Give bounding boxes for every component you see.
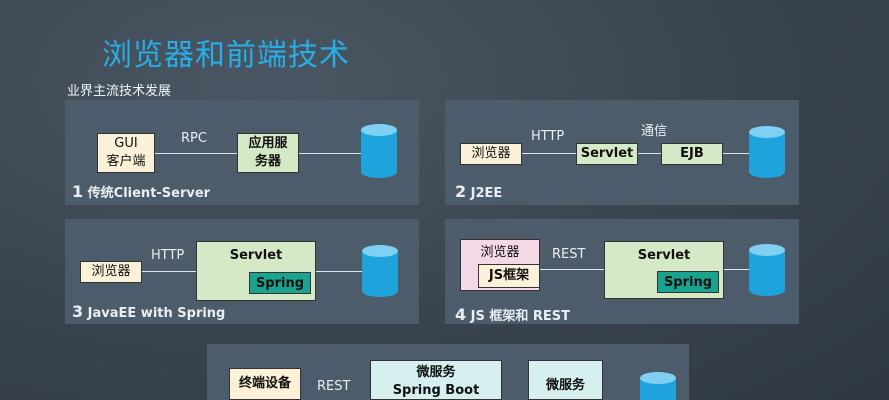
browser-label-2: 浏览器 (471, 146, 511, 161)
panel-microservices: 终端设备 REST 微服务 Spring Boot 微服务 (207, 344, 689, 400)
panel-javaee-spring: 浏览器 HTTP Servlet Spring 3 JavaEE with Sp… (65, 219, 419, 324)
ejb-connector (638, 153, 661, 154)
page-title: 浏览器和前端技术 (102, 38, 350, 73)
caption-3-number: 3 (72, 302, 84, 321)
spring-box-3: Spring (249, 272, 311, 294)
rpc-connector (155, 153, 237, 154)
db-connector-2 (723, 153, 749, 154)
terminal-device-box: 终端设备 (229, 368, 301, 400)
app-server-box: 应用服 务器 (237, 133, 299, 173)
http-label-3: HTTP (151, 248, 185, 263)
database-icon (640, 372, 676, 400)
communication-label: 通信 (641, 124, 668, 139)
servlet-label-3: Servlet (229, 248, 283, 263)
microservice-gateway-line1: 微服务 (416, 365, 456, 380)
db-connector-4 (724, 269, 749, 270)
spring-label-4: Spring (663, 274, 713, 290)
servlet-box-2: Servlet (576, 143, 638, 165)
caption-3: 3 JavaEE with Spring (72, 302, 225, 321)
terminal-device-label: 终端设备 (238, 376, 291, 391)
panel-client-server: GUI 客户端 RPC 应用服 务器 1 传统Client-Server (65, 100, 419, 205)
gui-client-line1: GUI (114, 136, 138, 151)
caption-4-text: JS 框架和 REST (466, 309, 571, 324)
microservice-label: 微服务 (545, 378, 585, 393)
browser-label-3: 浏览器 (91, 264, 131, 279)
rpc-label: RPC (181, 131, 207, 146)
app-server-line2: 务器 (254, 154, 281, 169)
http-connector-2 (522, 153, 576, 154)
http-connector-3 (142, 271, 196, 272)
http-label-2: HTTP (531, 129, 565, 144)
database-icon (749, 244, 785, 296)
db-connector (299, 153, 361, 154)
microservice-box: 微服务 (528, 360, 603, 400)
caption-3-text: JavaEE with Spring (83, 306, 226, 321)
caption-1-text: 传统Client-Server (83, 186, 211, 201)
js-framework-label: JS框架 (488, 268, 530, 283)
panel-js-rest: 浏览器 JS框架 REST Servlet Spring 4 JS 框架和 RE… (445, 219, 799, 324)
spring-label-3: Spring (255, 275, 305, 291)
browser-box-3: 浏览器 (80, 261, 142, 283)
ejb-label: EJB (680, 146, 704, 161)
caption-2: 2 J2EE (455, 182, 502, 201)
caption-2-number: 2 (455, 182, 467, 201)
ejb-box: EJB (661, 143, 723, 165)
database-icon (749, 126, 785, 178)
caption-1-number: 1 (72, 182, 84, 201)
section-subtitle: 业界主流技术发展 (67, 83, 172, 98)
panel-j2ee: 浏览器 HTTP Servlet 通信 EJB 2 J2EE (445, 100, 799, 205)
caption-4-number: 4 (455, 305, 467, 324)
gui-client-box: GUI 客户端 (97, 133, 155, 173)
database-icon (362, 245, 398, 297)
gui-client-line2: 客户端 (106, 154, 146, 169)
db-connector-3 (316, 271, 362, 272)
js-framework-box: JS框架 (478, 264, 540, 288)
rest-label-5: REST (317, 379, 351, 394)
rest-connector-4 (540, 269, 604, 270)
browser-box-2: 浏览器 (460, 143, 522, 165)
spring-box-4: Spring (657, 271, 719, 293)
browser-label-4: 浏览器 (480, 245, 520, 260)
database-icon (361, 124, 397, 178)
caption-4: 4 JS 框架和 REST (455, 305, 570, 324)
servlet-label-4: Servlet (637, 248, 691, 263)
app-server-line1: 应用服 (248, 136, 288, 151)
caption-1: 1 传统Client-Server (72, 182, 210, 201)
rest-label-4: REST (552, 247, 586, 262)
microservice-gateway-box: 微服务 Spring Boot (370, 360, 502, 400)
servlet-label-2: Servlet (580, 146, 634, 161)
microservice-gateway-line2: Spring Boot (392, 383, 480, 398)
caption-2-text: J2EE (466, 186, 503, 201)
